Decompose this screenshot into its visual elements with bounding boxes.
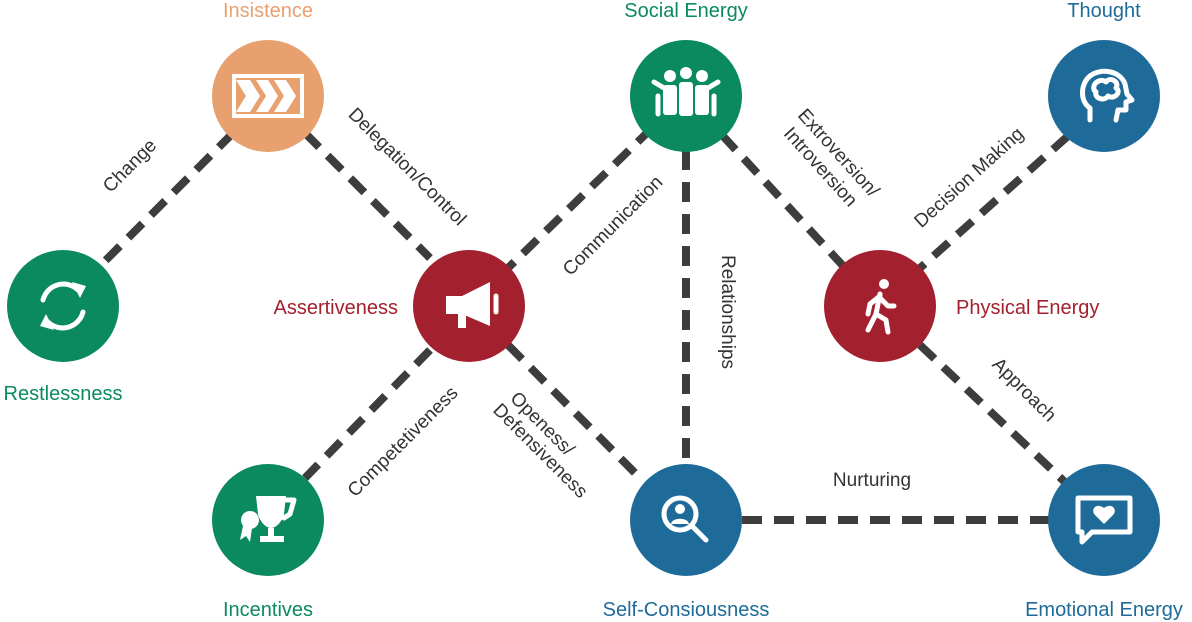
label-emotional-energy: Emotional Energy xyxy=(1025,599,1183,621)
node-social-energy xyxy=(630,40,742,152)
edge-label-communication: Communication xyxy=(559,172,667,280)
edge-label-competetiveness: Competetiveness xyxy=(344,383,463,502)
refresh-arrows-icon xyxy=(40,281,86,331)
edges xyxy=(95,125,1071,524)
edge-change xyxy=(95,130,236,271)
magnifier-person-icon xyxy=(661,495,709,543)
walking-person-icon xyxy=(865,279,897,335)
megaphone-icon xyxy=(446,282,499,328)
node-emotional-energy xyxy=(1048,464,1160,576)
node-physical-energy xyxy=(824,250,936,362)
edge-label-relationships: Relationships xyxy=(717,255,738,369)
label-insistence: Insistence xyxy=(223,0,313,22)
edge-communication xyxy=(505,125,655,271)
edge-decision-making xyxy=(917,133,1071,271)
speech-bubble-heart-icon xyxy=(1075,495,1133,545)
thought-circle xyxy=(1048,40,1160,152)
restlessness-circle xyxy=(7,250,119,362)
brain-head-icon xyxy=(1080,68,1135,123)
label-incentives: Incentives xyxy=(223,599,313,621)
edge-label-change: Change xyxy=(99,135,161,197)
node-self-consiousness xyxy=(630,464,742,576)
label-social-energy: Social Energy xyxy=(624,0,747,22)
node-insistence xyxy=(212,40,324,152)
node-restlessness xyxy=(7,250,119,362)
trophy-medal-icon xyxy=(240,496,297,542)
self-consiousness-circle xyxy=(630,464,742,576)
group-of-people-icon xyxy=(651,67,721,117)
edge-approach xyxy=(917,342,1071,488)
edge-label-decision-making: Decision Making xyxy=(910,123,1028,232)
label-self-consiousness: Self-Consiousness xyxy=(603,599,770,621)
label-restlessness: Restlessness xyxy=(4,383,123,405)
edge-delegation-control xyxy=(302,130,433,261)
label-physical-energy: Physical Energy xyxy=(956,297,1099,319)
edge-label-nurturing: Nurturing xyxy=(833,470,911,491)
chevrons-icon xyxy=(232,74,304,118)
node-thought xyxy=(1048,40,1160,152)
node-incentives xyxy=(212,464,324,576)
node-assertiveness xyxy=(413,250,525,362)
edge-label-delegation-control: Delegation/Control xyxy=(344,104,470,230)
label-thought: Thought xyxy=(1067,0,1141,22)
node-labels: Insistence Social Energy Thought Restles… xyxy=(4,0,1183,621)
edge-competetiveness xyxy=(302,347,433,481)
label-assertiveness: Assertiveness xyxy=(274,297,399,319)
